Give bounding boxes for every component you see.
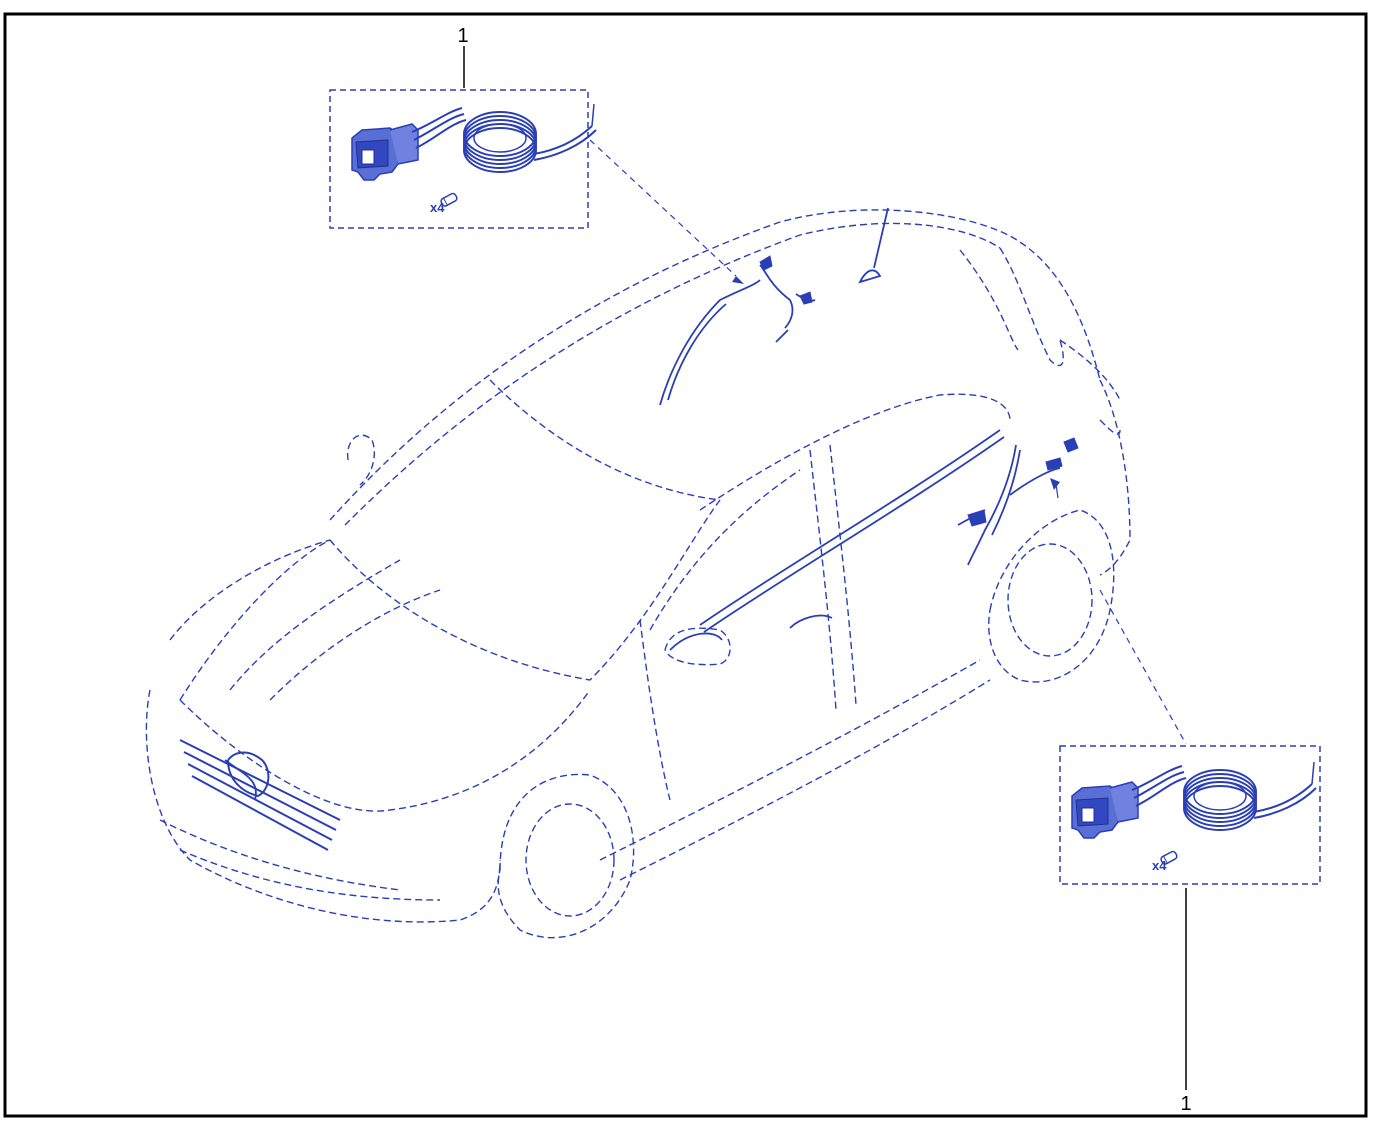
arrow-head-icon xyxy=(1050,478,1060,490)
car-solid-details xyxy=(224,207,1061,801)
car-outline xyxy=(145,209,1131,939)
wiring-harness-kit-icon xyxy=(351,103,597,209)
kit-leader-lines xyxy=(589,139,1187,745)
fuse-quantity-bottom: x4 xyxy=(1152,858,1167,873)
callout-number-top: 1 xyxy=(457,25,468,47)
connector-details xyxy=(759,255,1079,527)
arrow-head-icon xyxy=(732,276,744,284)
callout-number-bottom: 1 xyxy=(1180,1093,1191,1115)
wiring-harness-kit-icon xyxy=(1071,761,1317,867)
kit-box-bottom: x4 xyxy=(1059,745,1321,885)
kit-box-top: x4 xyxy=(329,89,597,229)
front-grille xyxy=(179,739,341,851)
diagram-frame xyxy=(3,12,1368,1118)
fuse-quantity-top: x4 xyxy=(430,200,445,215)
